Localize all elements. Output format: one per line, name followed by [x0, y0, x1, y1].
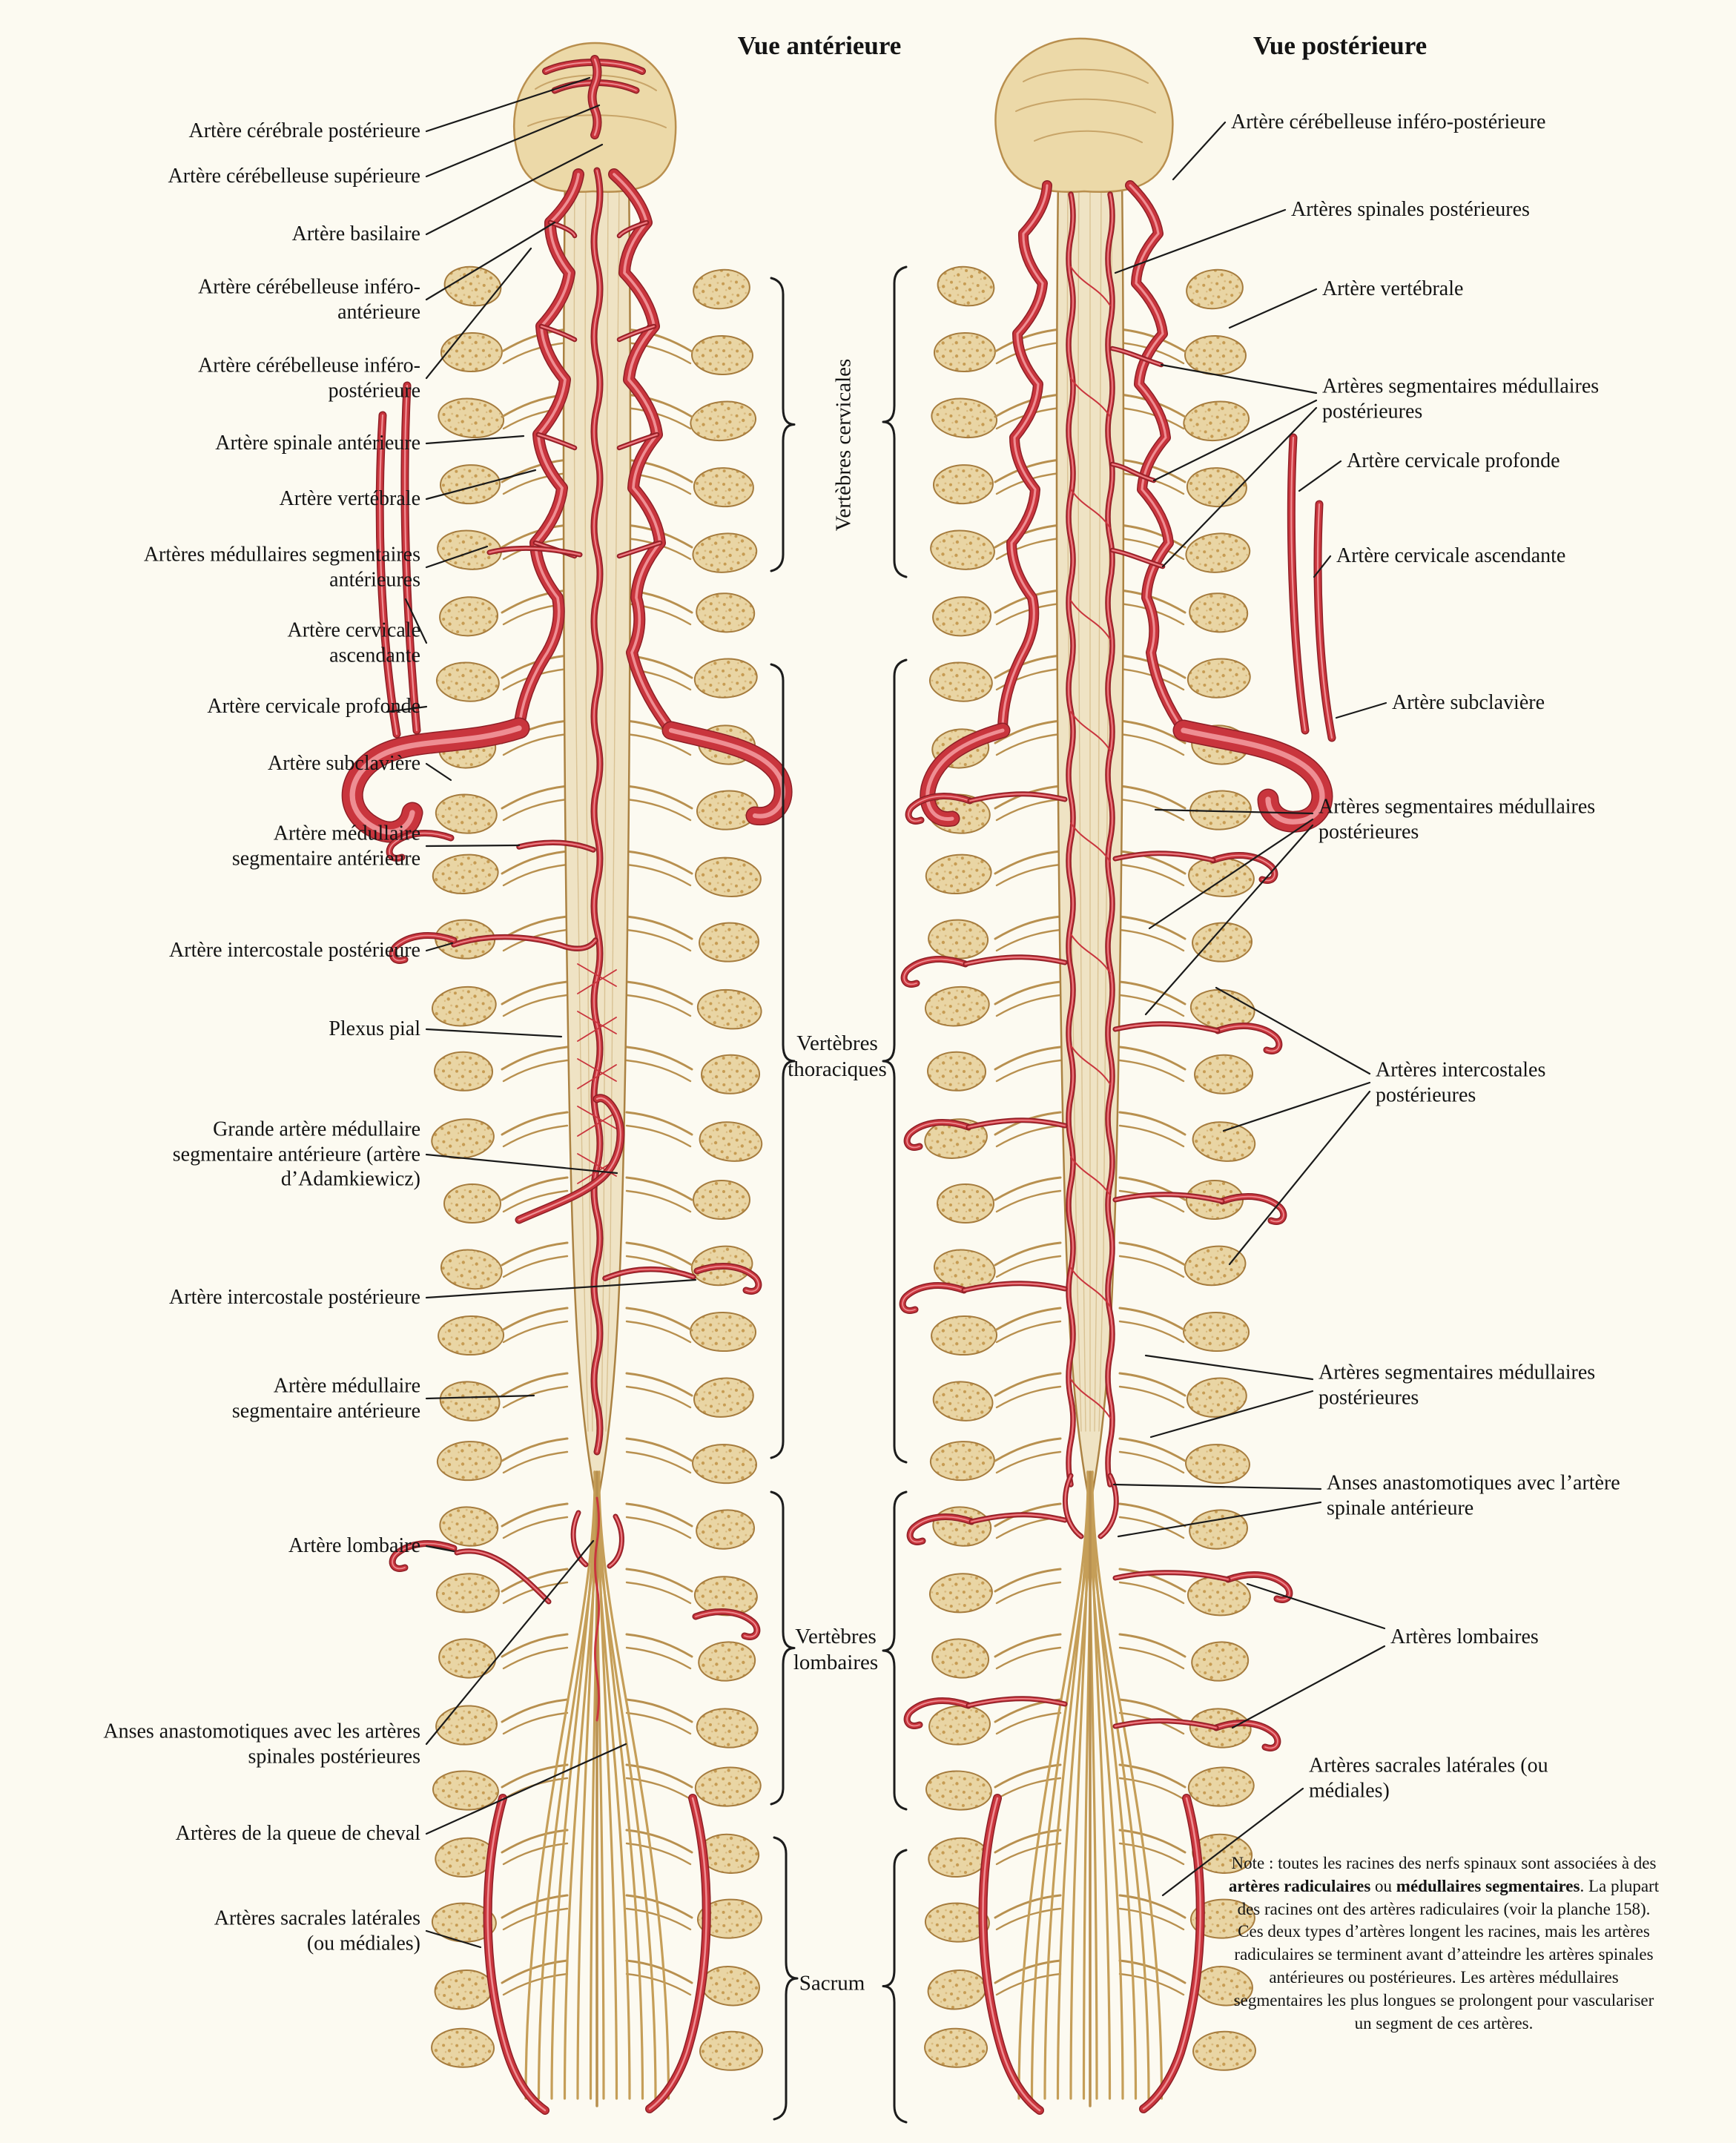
anatomy-illustration [0, 0, 1736, 2143]
page-background [0, 0, 1736, 2143]
